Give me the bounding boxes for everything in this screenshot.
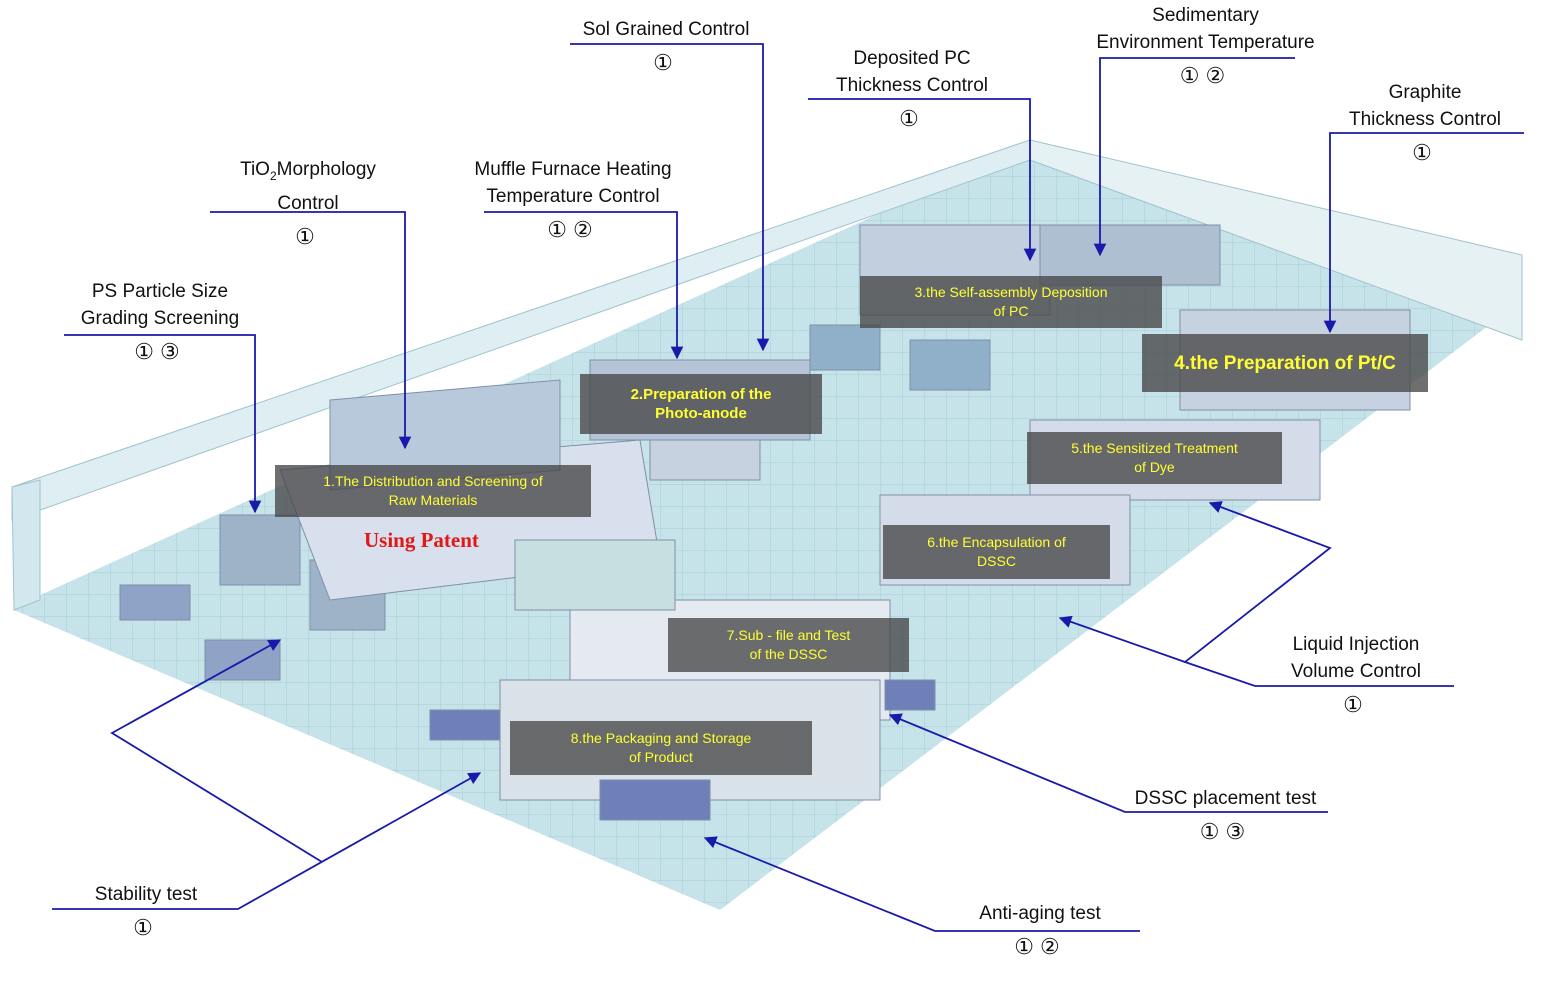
leader-stability-b: [110, 639, 323, 863]
stage-line1: 2.Preparation of the: [630, 386, 772, 403]
leader-tio2: [210, 211, 412, 450]
annotation-muffle-furnace: Muffle Furnace Heating Temperature Contr…: [458, 156, 688, 243]
reference-codes: ①: [1343, 692, 1369, 717]
stage-line2: DSSC: [977, 553, 1016, 569]
annotation-line2: Environment Temperature: [1096, 32, 1315, 53]
stage-4-pt-c: 4.the Preparation of Pt/C: [1142, 334, 1428, 392]
leader-liquid-b: [1058, 615, 1186, 663]
annotation-line2: Volume Control: [1291, 661, 1421, 682]
annotation-line2: Temperature Control: [486, 186, 660, 207]
tio2-prefix: TiO: [240, 159, 270, 180]
annotation-line1: Liquid Injection: [1292, 634, 1420, 655]
annotation-anti-aging: Anti-aging test ①②: [945, 900, 1135, 960]
stage-line1: 1.The Distribution and Screening of: [323, 473, 543, 489]
annotation-tio2-morphology: TiO2Morphology Control ①: [208, 156, 408, 250]
stage-line2: of the DSSC: [749, 646, 828, 662]
reference-codes: ①: [133, 915, 159, 940]
reference-codes: ①②: [1014, 934, 1066, 959]
annotation-ps-particle-size: PS Particle Size Grading Screening ①③: [62, 278, 258, 365]
leader-muffle: [484, 211, 684, 360]
stage-5-sensitized-dye: 5.the Sensitized Treatment of Dye: [1027, 432, 1282, 484]
reference-codes: ①②: [547, 217, 599, 242]
stage-1-raw-materials: 1.The Distribution and Screening of Raw M…: [275, 465, 591, 517]
stage-line2: Raw Materials: [388, 492, 478, 508]
leader-graphite: [1323, 132, 1524, 334]
annotation-line1: PS Particle Size: [91, 281, 229, 302]
reference-codes: ①: [653, 50, 679, 75]
reference-codes: ①: [295, 223, 321, 249]
stage-8-packaging: 8.the Packaging and Storage of Product: [510, 721, 812, 775]
stage-line2: of Product: [629, 749, 693, 765]
stage-line2: of PC: [993, 303, 1029, 319]
annotation-line2: Thickness Control: [1348, 109, 1502, 130]
annotation-liquid-injection: Liquid Injection Volume Control ①: [1258, 631, 1454, 718]
annotation-line1: TiO2Morphology: [208, 156, 408, 190]
stage-line2: of Dye: [1134, 459, 1175, 475]
leader-ps-particle: [64, 334, 262, 514]
annotation-sedimentary: Sedimentary Environment Temperature ①②: [1078, 2, 1333, 89]
stage-line1: 4.the Preparation of Pt/C: [1174, 352, 1396, 374]
stage-line1: 3.the Self-assembly Deposition: [914, 284, 1108, 300]
leader-deposited-pc: [808, 98, 1037, 262]
annotation-dssc-placement: DSSC placement test ①③: [1118, 785, 1333, 845]
annotation-line1: Muffle Furnace Heating: [474, 159, 672, 180]
stage-6-encapsulation: 6.the Encapsulation of DSSC: [883, 525, 1110, 579]
annotation-deposited-pc: Deposited PC Thickness Control ①: [812, 45, 1012, 132]
using-patent-label: Using Patent: [364, 528, 479, 552]
stage-line1: 6.the Encapsulation of: [927, 534, 1066, 550]
annotation-line2: Control: [277, 192, 339, 214]
annotation-line1: Sol Grained Control: [582, 19, 750, 40]
leader-stability-a: [52, 772, 482, 910]
stage-line1: 7.Sub - file and Test: [726, 627, 851, 643]
annotation-stability: Stability test ①: [52, 881, 240, 941]
tio2-subscript: 2: [269, 168, 277, 183]
annotation-line2: Grading Screening: [80, 308, 240, 329]
reference-codes: ①③: [134, 339, 186, 364]
annotation-line2: Thickness Control: [835, 75, 989, 96]
leader-sedimentary: [1093, 57, 1295, 257]
annotation-sol-grained: Sol Grained Control ①: [566, 16, 766, 76]
leader-lines: [52, 43, 1524, 932]
stage-line2: Photo-anode: [655, 405, 747, 422]
reference-codes: ①③: [1199, 819, 1252, 844]
annotation-line1: Graphite: [1388, 82, 1462, 103]
reference-codes: ①②: [1179, 63, 1232, 88]
left-end-wall: [11, 479, 41, 611]
stage-line1: 5.the Sensitized Treatment: [1071, 440, 1238, 456]
annotation-line1: Stability test: [94, 884, 198, 905]
annotation-line1: Sedimentary: [1152, 5, 1259, 26]
leader-anti-aging: [703, 836, 1140, 932]
annotation-graphite: Graphite Thickness Control ①: [1330, 79, 1520, 166]
stage-7-sub-file-test: 7.Sub - file and Test of the DSSC: [668, 618, 909, 672]
annotation-line1: Deposited PC: [853, 48, 971, 69]
stage-line1: 8.the Packaging and Storage: [570, 730, 752, 746]
tio2-suffix: Morphology: [276, 159, 376, 180]
reference-codes: ①: [1412, 140, 1438, 165]
leader-sol: [570, 43, 770, 352]
stage-3-self-assembly: 3.the Self-assembly Deposition of PC: [860, 276, 1162, 328]
reference-codes: ①: [899, 106, 925, 131]
annotation-line1: Anti-aging test: [979, 903, 1101, 924]
leader-dssc-placement: [888, 713, 1328, 813]
annotation-line1: DSSC placement test: [1134, 788, 1317, 809]
